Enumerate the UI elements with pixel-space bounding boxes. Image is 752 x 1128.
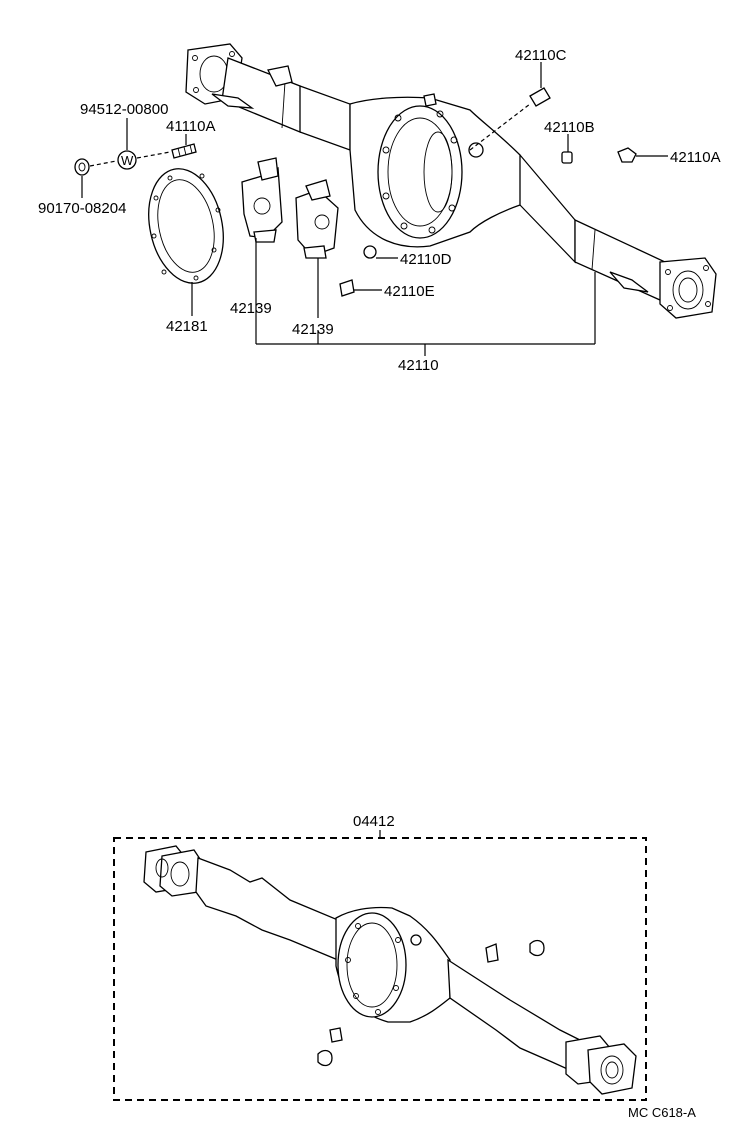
label-04412: 04412 <box>353 813 395 830</box>
label-42110C: 42110C <box>515 47 567 64</box>
dashed-line-washer-stud <box>136 151 171 159</box>
label-42110D: 42110D <box>400 251 452 268</box>
label-42110B: 42110B <box>544 119 595 136</box>
gasket-42181-drawing <box>148 168 224 284</box>
kit-boundary-box <box>113 837 647 1101</box>
label-42110: 42110 <box>398 357 439 374</box>
dashed-line-nut-washer <box>89 160 117 167</box>
kit-axle-housing-drawing <box>143 845 637 1095</box>
label-42110E: 42110E <box>384 283 435 300</box>
fastener-drawings <box>74 87 637 297</box>
label-94512-00800: 94512-00800 <box>80 101 168 118</box>
leader-lines <box>81 62 668 356</box>
label-42110A: 42110A <box>670 149 721 166</box>
label-90170-08204: 90170-08204 <box>38 200 126 217</box>
label-42139-left: 42139 <box>230 300 272 317</box>
label-42139-right: 42139 <box>292 321 334 338</box>
footer-code: MC C618-A <box>628 1105 696 1120</box>
axle-housing-drawing <box>185 43 717 319</box>
bracket-42139-left-drawing <box>241 157 283 243</box>
label-42181: 42181 <box>166 318 208 335</box>
label-41110A: 41110A <box>166 118 216 135</box>
bracket-42139-right-drawing <box>295 179 339 259</box>
washer-w-mark: W <box>121 153 134 168</box>
dashed-line-plug <box>469 103 531 151</box>
